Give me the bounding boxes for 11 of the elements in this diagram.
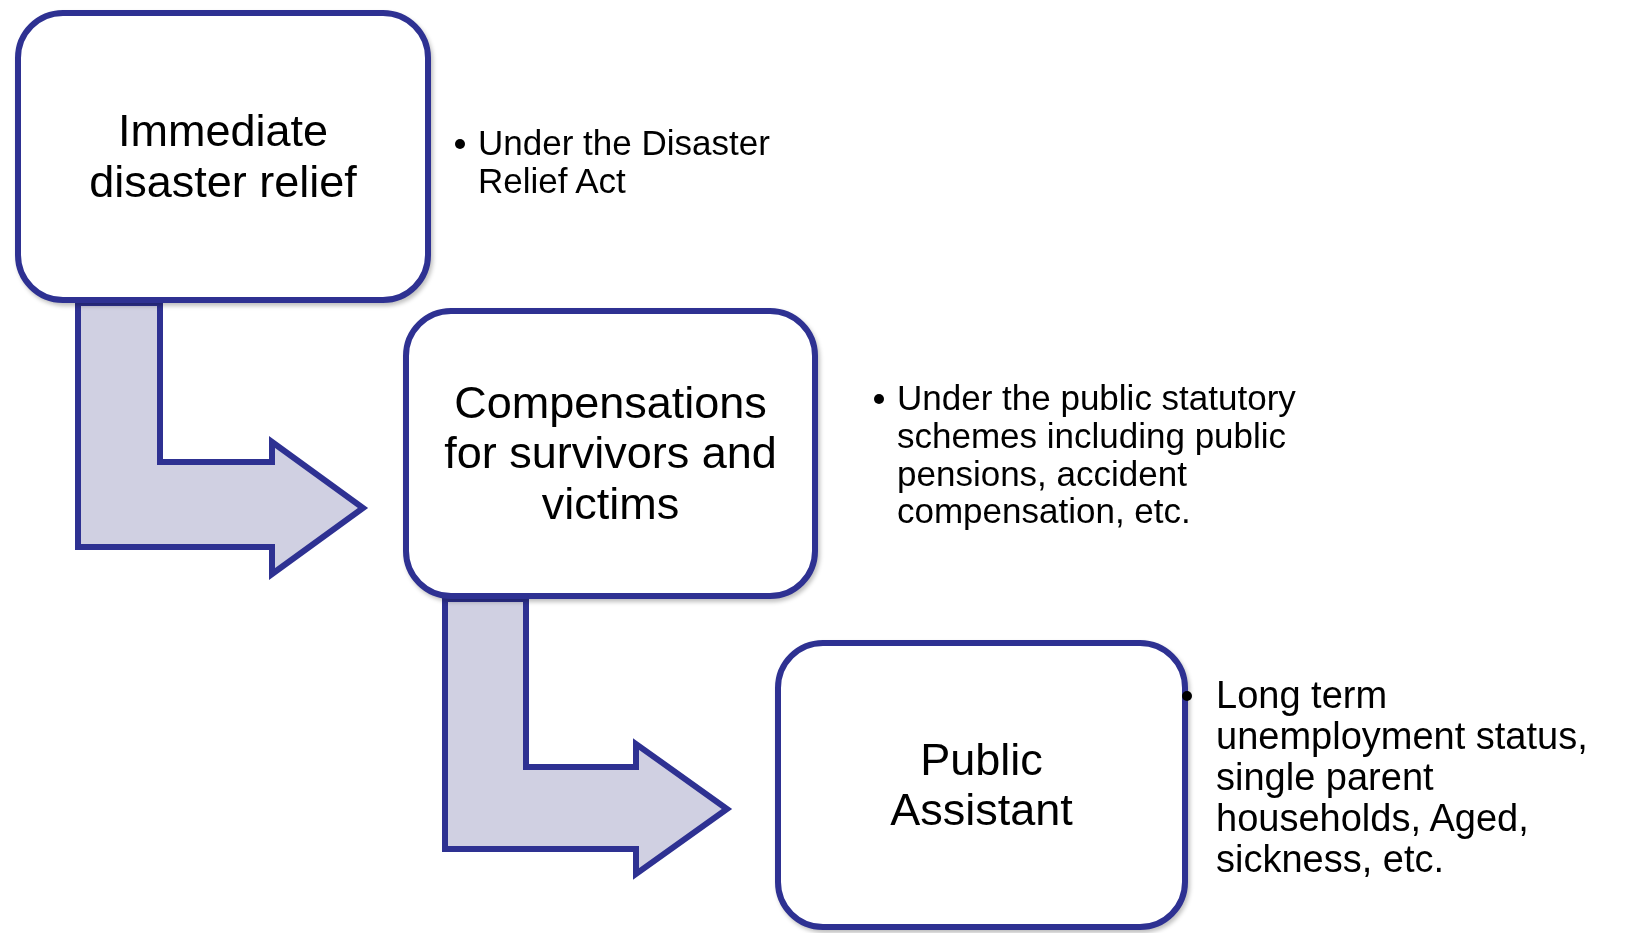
- process-box: [403, 308, 818, 599]
- box-label: Compensations for survivors and victims: [443, 377, 778, 530]
- bullet-text: Long term unemployment status, single parent households, Aged, sickness, etc.: [1216, 675, 1589, 881]
- bent-arrow: [442, 596, 733, 880]
- process-box: [15, 10, 431, 303]
- box-label: Public Assistant: [889, 734, 1074, 836]
- bullet-text: Under the public statutory schemes including public pensions, accident compensation, etc.: [897, 379, 1297, 531]
- bent-arrow: [75, 300, 369, 580]
- box-label: Immediate disaster relief: [88, 106, 358, 207]
- process-box: [775, 640, 1188, 930]
- bullet-text: Under the Disaster Relief Act: [478, 124, 771, 200]
